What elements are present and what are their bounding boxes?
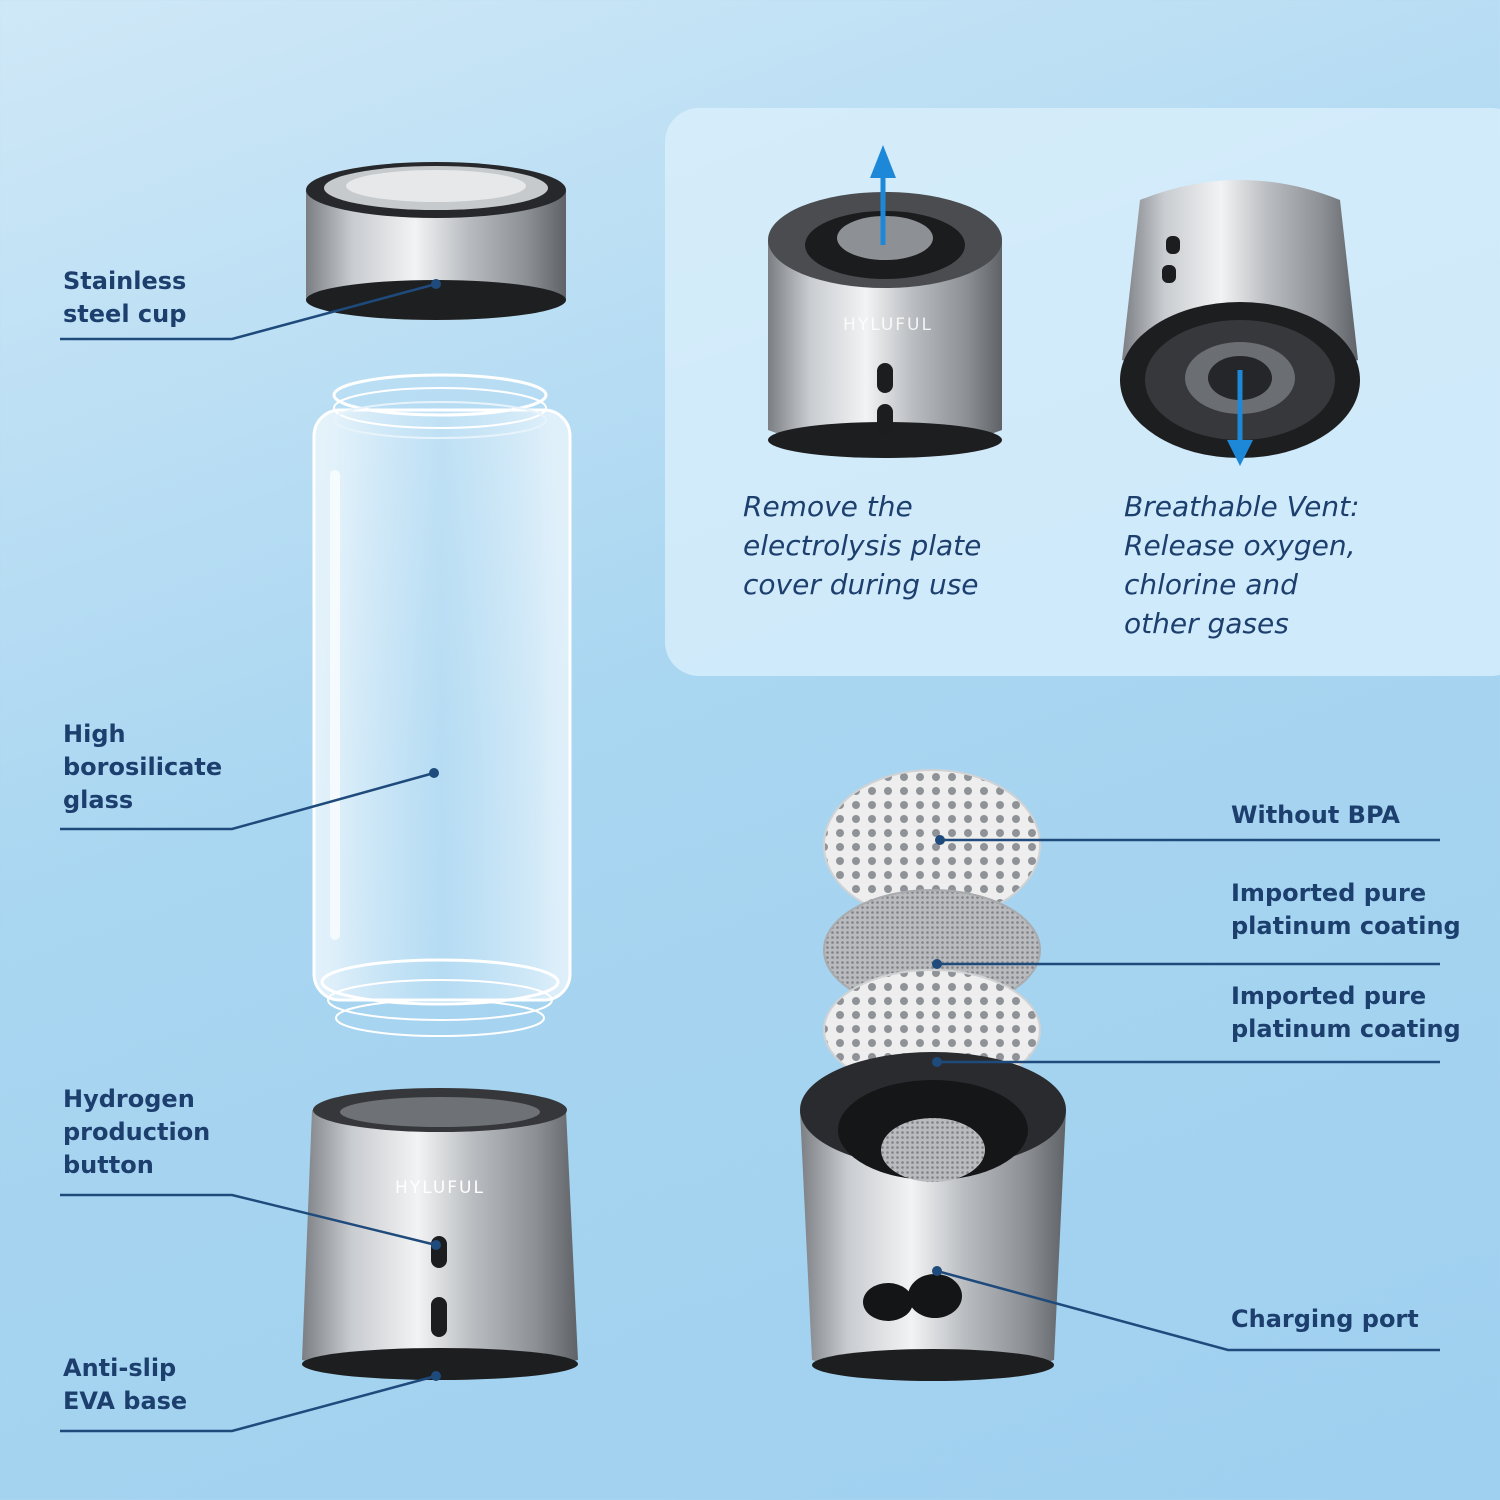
label-hydrogen-button: Hydrogen production button bbox=[63, 1085, 211, 1179]
label-without-bpa: Without BPA bbox=[1231, 801, 1400, 829]
open-base-image bbox=[800, 1052, 1066, 1381]
charging-port-cover bbox=[863, 1283, 913, 1321]
label-platinum-coating-2: Imported pure platinum coating bbox=[1231, 982, 1461, 1043]
indicator-light bbox=[431, 1297, 447, 1337]
caption-breathable-vent: Breathable Vent: Release oxygen, chlorin… bbox=[1124, 490, 1360, 640]
caption-remove-cover: Remove the electrolysis plate cover duri… bbox=[743, 490, 982, 601]
svg-text:HYLUFUL: HYLUFUL bbox=[843, 315, 933, 335]
label-borosilicate-glass: High borosilicate glass bbox=[63, 720, 223, 814]
borosilicate-glass-image bbox=[312, 373, 572, 1037]
breathable-vent-image bbox=[1120, 180, 1360, 466]
label-anti-slip-base: Anti-slip EVA base bbox=[63, 1354, 188, 1415]
leader-dots bbox=[429, 279, 945, 1381]
label-platinum-coating-1: Imported pure platinum coating bbox=[1231, 879, 1461, 940]
base-unit-image: HYLUFUL bbox=[302, 1088, 578, 1380]
leader-lines bbox=[60, 282, 1440, 1433]
charging-port bbox=[908, 1274, 962, 1318]
label-stainless-steel-cup: Stainless steel cup bbox=[63, 267, 187, 328]
electrolysis-cover-image: HYLUFUL bbox=[768, 145, 1002, 458]
stainless-steel-cup-image bbox=[306, 162, 566, 320]
brand-logo: HYLUFUL bbox=[395, 1178, 485, 1198]
label-charging-port: Charging port bbox=[1231, 1305, 1419, 1333]
